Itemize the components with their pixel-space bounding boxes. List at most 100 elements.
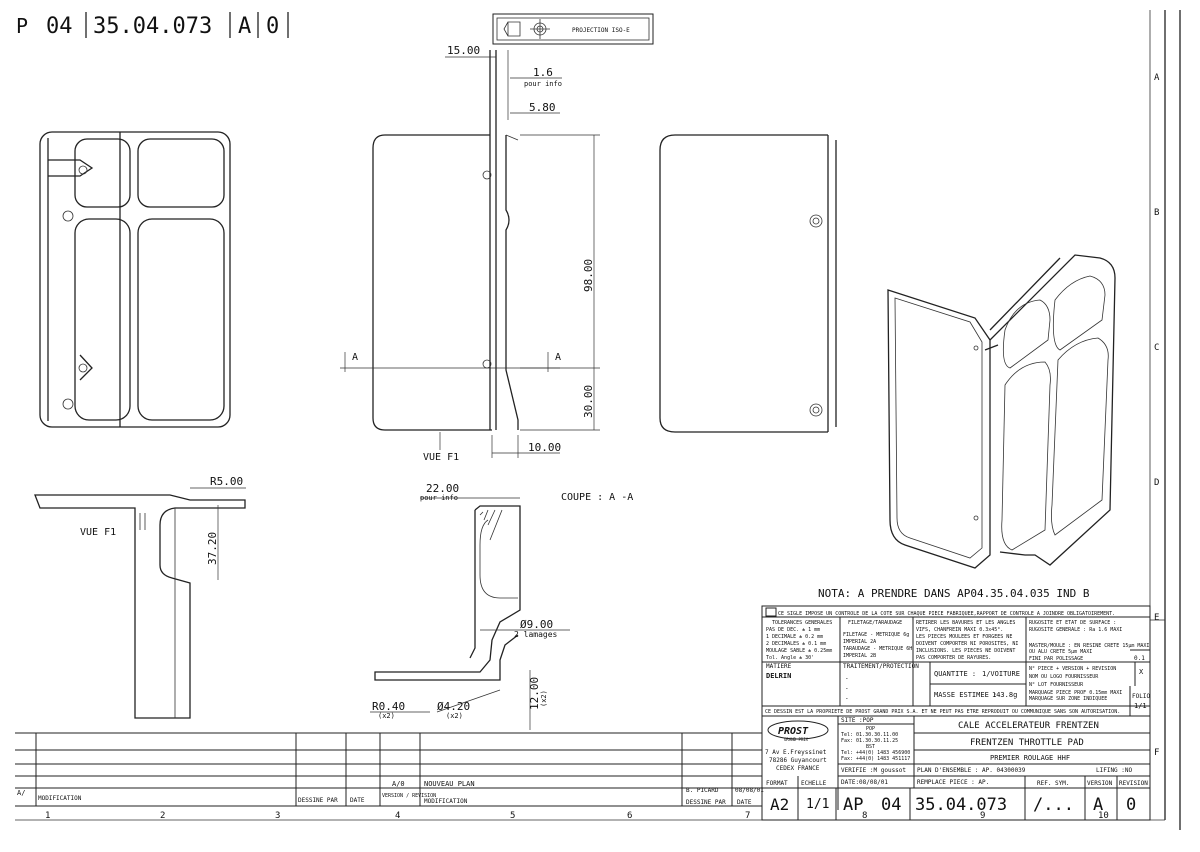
top-number-prefix: P <box>16 14 28 38</box>
filetage-line: TARAUDAGE - METRIQUE 6H <box>843 646 912 652</box>
part-number-1: 04 <box>881 795 901 815</box>
grid-col-7: 7 <box>745 811 750 821</box>
part-number-2: 35.04.073 <box>915 795 1007 815</box>
view-back-plate <box>659 134 837 433</box>
rev-version: A/0 <box>392 780 405 788</box>
grid-row-f: F <box>1154 748 1159 758</box>
tol-line: 2 DECIMALES ± 0.1 mm <box>766 641 826 647</box>
dim-r040-note: (x2) <box>378 712 395 720</box>
flatness-value: 0.1 <box>1134 655 1145 662</box>
grid-col-labels: 1 2 3 4 5 6 7 8 9 10 <box>45 811 1109 821</box>
traitement-line: - <box>845 685 849 692</box>
tol-line: 1 DECIMALE ± 0.2 mm <box>766 634 823 640</box>
date-line: DATE:08/08/01 <box>841 779 888 786</box>
site-label: SITE :POP <box>841 717 874 724</box>
revision-table: A/0 NOUVEAU PLAN B. PICARD 08/08/01 A/ M… <box>15 732 764 807</box>
dim-diam-4-20-note: (x2) <box>446 712 463 720</box>
revision-label: REVISION <box>1119 780 1148 787</box>
folio-label: FOLIO <box>1132 693 1150 700</box>
view-isometric <box>887 254 1116 569</box>
dim-22: 22.00 <box>426 482 459 495</box>
echelle-label: ECHELLE <box>801 780 827 787</box>
matiere-value: DELRIN <box>766 672 791 680</box>
site-line: POP <box>866 726 875 732</box>
rev-date-header: DATE <box>737 799 752 806</box>
traitement-line: - <box>845 695 849 702</box>
grid-col-8: 8 <box>862 811 867 821</box>
grid-col-3: 3 <box>275 811 280 821</box>
projection-cone-icon <box>503 21 521 37</box>
version-value: A <box>1093 795 1103 815</box>
bavures-line: INCLUSIONS. LES PIECES NE DOIVENT <box>916 648 1015 654</box>
verifie-label: VERIFIE :M goussot <box>841 767 906 774</box>
matiere-label: MATIERE <box>766 663 792 670</box>
prost-logo-ellipse <box>767 720 829 740</box>
section-marker-left: A <box>352 352 358 363</box>
grid-row-d: D <box>1154 478 1159 488</box>
format-value: A2 <box>770 795 789 814</box>
top-number-part1: 04 <box>46 14 73 39</box>
bavures-line: RETIRER LES BAVURES ET LES ANGLES <box>916 620 1015 626</box>
dim-10: 10.00 <box>528 441 561 454</box>
quantite-value: 1/VOITURE <box>982 670 1020 678</box>
bavures-line: LES PIECES MOULEES ET FORGEES NE <box>916 634 1012 640</box>
title-fr: CALE ACCELERATEUR FRENTZEN <box>958 721 1099 731</box>
title-en: FRENTZEN THROTTLE PAD <box>970 738 1084 748</box>
dim-r5: R5.00 <box>210 475 243 488</box>
mounting-hole-icon <box>62 210 74 222</box>
bavures-line: DOIVENT COMPORTER NI POROSITES, NI <box>916 641 1018 647</box>
rev-left-date-header: DATE <box>350 797 365 804</box>
masse-value: 143.8g <box>992 691 1017 699</box>
rugosite-line: OU ALU CRETE 5µm MAXI <box>1029 649 1092 655</box>
site-line: BST <box>866 744 875 750</box>
mounting-hole-icon <box>809 403 823 417</box>
ap-prefix: AP <box>843 795 863 815</box>
piece-line: MARQUAGE PIECE PROF 0.15mm MAXI <box>1029 690 1122 696</box>
grid-row-a: A <box>1154 73 1160 83</box>
marking-x: X <box>1139 668 1144 676</box>
rev-left-version-header: A/ <box>17 789 25 797</box>
rev-left-drawn-header: DESSINE PAR <box>298 797 338 804</box>
plan-ensemble: PLAN D'ENSEMBLE : AP. 04300039 <box>917 767 1026 774</box>
grid-row-b: B <box>1154 208 1159 218</box>
prost-logo-sub: GRAND PRIX <box>784 737 809 742</box>
projection-box: PROJECTION ISO-E <box>492 13 654 45</box>
dim-12: 12.00 <box>528 677 541 710</box>
dim-15: 15.00 <box>447 44 480 57</box>
ref-sym-value: /... <box>1033 795 1074 815</box>
site-line: Fax: 01.30.30.11.25 <box>841 738 898 744</box>
dim-37-20: 37.20 <box>206 532 219 565</box>
quantite-label: QUANTITE : <box>934 670 976 678</box>
copyright-note: CE DESSIN EST LA PROPRIETE DE PROST GRAN… <box>765 709 1120 715</box>
site-line: Tel: 01.30.30.11.00 <box>841 732 898 738</box>
tol-title: TOLERANCES GENERALES <box>772 620 832 626</box>
dim-30: 30.00 <box>582 385 595 418</box>
dim-r040: R0.40 <box>372 700 405 713</box>
traitement-label: TRAITEMENT/PROTECTION <box>843 663 919 670</box>
view-side: A A 15.00 1.6 pour info 5.80 98.00 30.00… <box>340 44 600 463</box>
projection-label: PROJECTION ISO-E <box>572 27 630 34</box>
grid-row-labels: A B C D E F <box>1154 73 1160 758</box>
lifing: LIFING :NO <box>1096 767 1133 774</box>
bavures-line: VIFS, CHANFREIN MAXI 0.3x45°. <box>916 627 1003 633</box>
grid-col-6: 6 <box>627 811 632 821</box>
dim-98: 98.00 <box>582 259 595 292</box>
rev-modification-header: MODIFICATION <box>424 798 468 805</box>
mounting-hole-icon <box>482 170 492 180</box>
piece-line: N° LOT FOURNISSEUR <box>1029 682 1084 688</box>
dim-1-6-note: pour info <box>524 80 562 88</box>
mounting-hole-icon <box>809 214 823 228</box>
top-number-part2: 35.04.073 <box>93 14 212 39</box>
address-line: 78286 Guyancourt <box>769 757 827 764</box>
view-section-aa: 22.00 pour info COUPE : A -A Ø9.00 2 lam… <box>370 482 633 730</box>
coupe-title: COUPE : A -A <box>561 492 633 503</box>
grid-row-c: C <box>1154 343 1159 353</box>
version-label: VERSION <box>1087 780 1113 787</box>
rev-left-modification-header: MODIFICATION <box>38 795 82 802</box>
grid-col-4: 4 <box>395 811 400 821</box>
dim-diam-9-note: 2 lamages <box>514 630 558 639</box>
rev-modification: NOUVEAU PLAN <box>424 780 475 788</box>
grid-col-2: 2 <box>160 811 165 821</box>
view-tray-top <box>39 131 231 428</box>
rugosite-line: RUGOSITE GENERALE : Ra 1.6 MAXI <box>1029 627 1122 633</box>
